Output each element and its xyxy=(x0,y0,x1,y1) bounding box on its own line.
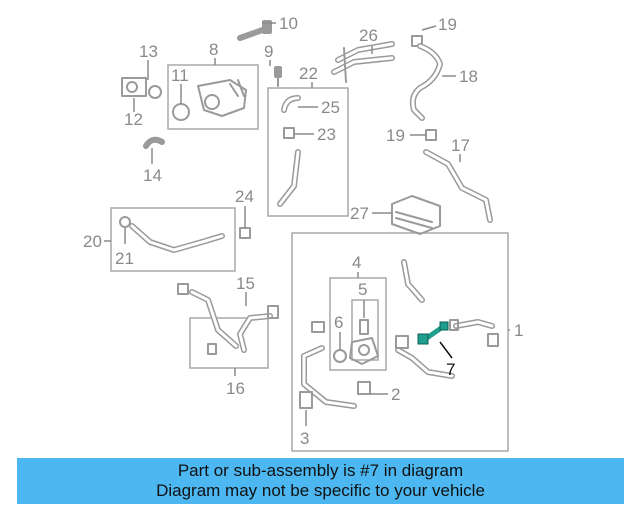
callout-9: 9 xyxy=(264,42,273,61)
part-13-gasket[interactable] xyxy=(148,85,162,99)
part-6-gasket[interactable] xyxy=(333,349,347,363)
callout-22: 22 xyxy=(299,64,318,83)
callout-3: 3 xyxy=(300,429,309,448)
callout-1: 1 xyxy=(514,321,523,340)
info-banner: Part or sub-assembly is #7 in diagram Di… xyxy=(17,458,624,504)
part-17-pipe[interactable] xyxy=(423,149,493,223)
part-21-gasket[interactable] xyxy=(119,216,131,228)
callout-15: 15 xyxy=(236,274,255,293)
part-24-clamp[interactable] xyxy=(239,227,251,239)
part-11-gasket[interactable] xyxy=(172,103,190,121)
part-4-connector[interactable] xyxy=(349,337,379,365)
callout-6: 6 xyxy=(334,313,343,332)
callout-19-lower: 19 xyxy=(386,126,405,145)
part-8-thermostat-housing[interactable] xyxy=(197,79,247,117)
part-7-highlighted[interactable] xyxy=(417,321,449,345)
callout-12: 12 xyxy=(124,110,143,129)
part-9-stud[interactable] xyxy=(274,66,282,87)
part-16-hose-assembly[interactable] xyxy=(177,283,279,355)
part-26-pipe[interactable] xyxy=(331,41,395,83)
callout-11: 11 xyxy=(171,66,189,85)
callout-18: 18 xyxy=(459,67,478,86)
callout-20: 20 xyxy=(83,232,102,251)
callout-25: 25 xyxy=(321,98,340,117)
callout-10: 10 xyxy=(279,14,298,33)
callout-7: 7 xyxy=(446,360,455,379)
callout-5: 5 xyxy=(358,280,367,299)
part-27-oil-cooler[interactable] xyxy=(391,195,441,235)
part-23-clamp[interactable] xyxy=(283,127,295,139)
group-box-8 xyxy=(167,64,259,130)
part-5-clamp[interactable] xyxy=(359,319,369,335)
group-box-16 xyxy=(189,317,269,369)
group-box-22 xyxy=(267,87,349,217)
banner-line-1: Part or sub-assembly is #7 in diagram xyxy=(177,461,464,480)
callout-26: 26 xyxy=(359,26,378,45)
part-22-hose[interactable] xyxy=(277,149,301,207)
callout-23: 23 xyxy=(317,125,336,144)
part-19-clamp-lower[interactable] xyxy=(425,129,437,141)
callout-27: 27 xyxy=(350,204,369,223)
callout-17: 17 xyxy=(451,136,470,155)
callout-13: 13 xyxy=(139,42,158,61)
callout-8: 8 xyxy=(209,40,218,59)
part-18-hose[interactable] xyxy=(409,43,443,121)
callout-16: 16 xyxy=(226,379,245,398)
callout-19-top: 19 xyxy=(438,15,457,34)
callout-2: 2 xyxy=(391,385,400,404)
group-box-1 xyxy=(291,232,509,452)
part-12-sensor[interactable] xyxy=(121,77,147,97)
part-25-elbow[interactable] xyxy=(281,95,301,113)
callout-21: 21 xyxy=(115,249,134,268)
part-20-pipe[interactable] xyxy=(129,223,225,253)
part-1-hose-main[interactable] xyxy=(299,259,499,409)
callout-4: 4 xyxy=(352,253,361,272)
group-box-20 xyxy=(110,207,236,272)
banner-line-2: Diagram may not be specific to your vehi… xyxy=(156,481,485,500)
part-14-hose[interactable] xyxy=(143,136,165,149)
callout-14: 14 xyxy=(143,166,162,185)
parts-diagram: 10 9 13 12 14 11 8 22 25 23 26 19 18 19 … xyxy=(83,14,523,452)
group-box-5 xyxy=(351,299,379,361)
callout-24: 24 xyxy=(235,187,254,206)
